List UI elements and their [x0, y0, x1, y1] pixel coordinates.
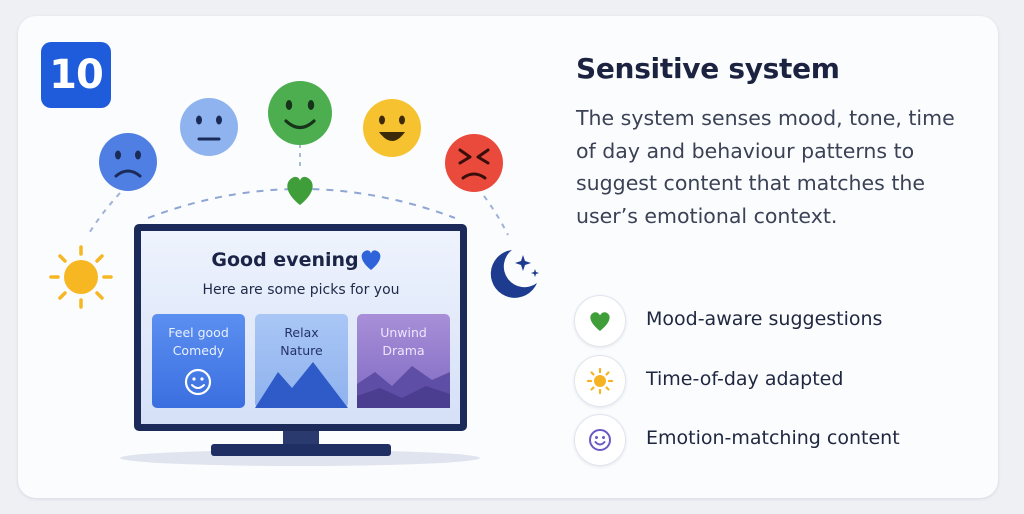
mountains-icon: [255, 362, 348, 408]
dashed-arc-left: [87, 192, 121, 236]
tile-comedy-bg: [152, 314, 245, 408]
feature-icon-circle: [574, 295, 626, 347]
tile-drama-line1: Unwind: [380, 325, 427, 340]
sun-icon: [586, 367, 614, 395]
feature-icon-circle: [574, 414, 626, 466]
greeting-heart-icon: [361, 250, 381, 270]
sad-face-icon: [99, 133, 157, 191]
feature-label: Emotion-matching content: [646, 427, 900, 449]
feature-icon-circle: [574, 355, 626, 407]
page-title: Sensitive system: [576, 52, 840, 85]
tile-comedy-line1: Feel good: [168, 325, 229, 340]
tile-comedy-line2: Comedy: [172, 343, 225, 358]
screen-subtitle: Here are some picks for you: [202, 282, 400, 298]
mood-illustration: [49, 81, 539, 466]
tile-nature[interactable]: Relax Nature: [255, 314, 348, 408]
step-number-badge: 10: [41, 42, 111, 108]
smiling-face-icon: [268, 81, 332, 145]
tile-nature-line1: Relax: [284, 325, 319, 340]
feature-label: Mood-aware suggestions: [646, 308, 883, 330]
dashed-arc-right: [483, 195, 509, 236]
heart-icon: [287, 176, 313, 205]
feature-time-of-day: Time-of-day adapted: [574, 355, 974, 407]
smiley-icon: [589, 429, 611, 451]
heart-icon: [590, 312, 610, 331]
description-text: The system senses mood, tone, time of da…: [576, 106, 955, 228]
feature-label: Time-of-day adapted: [646, 368, 844, 390]
neutral-face-icon: [180, 98, 238, 156]
smiley-icon: [184, 368, 212, 396]
tile-drama-line2: Drama: [382, 343, 425, 358]
sun-icon: [49, 245, 113, 309]
tile-nature-line2: Nature: [280, 343, 323, 358]
tile-comedy[interactable]: Feel good Comedy: [152, 314, 245, 408]
feature-emotion-matching: Emotion-matching content: [574, 414, 974, 466]
frustrated-face-icon: [445, 134, 503, 192]
tile-drama[interactable]: Unwind Drama: [357, 314, 450, 408]
feature-mood-aware: Mood-aware suggestions: [574, 295, 974, 347]
laughing-face-icon: [363, 99, 421, 157]
screen-greeting: Good evening: [211, 249, 359, 271]
moon-icon: [490, 250, 539, 298]
